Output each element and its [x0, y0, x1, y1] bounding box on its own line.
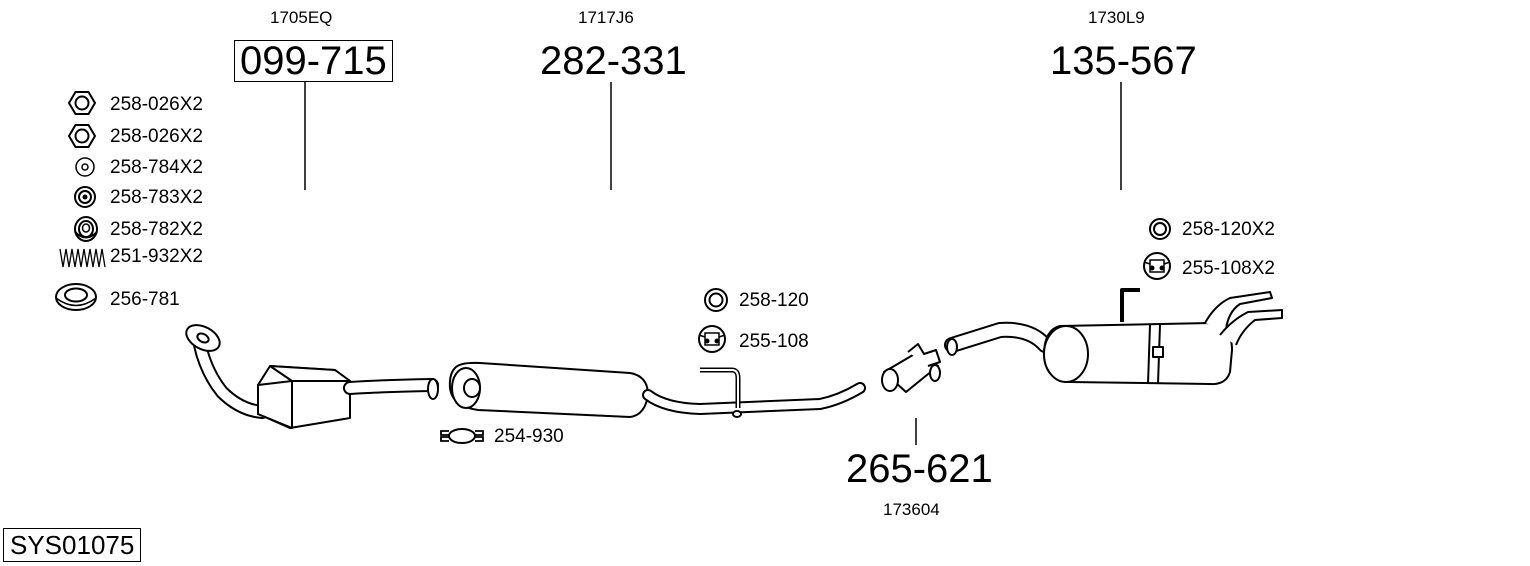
coil-spring-icon — [59, 248, 106, 268]
accessory-label[interactable]: 258-120 — [739, 290, 809, 311]
ref-code-1705EQ: 1705EQ — [270, 8, 333, 27]
rear-silencer-part — [944, 288, 1283, 386]
ref-code-1717J6: 1717J6 — [578, 8, 634, 27]
hex-nut-icon — [67, 124, 97, 148]
part-number-099-715[interactable]: 099-715 — [234, 40, 393, 82]
rubber-hanger-icon — [698, 325, 726, 353]
accessory-label[interactable]: 251-932X2 — [110, 246, 203, 267]
catalytic-converter-part — [185, 324, 439, 429]
accessory-label[interactable]: 258-026X2 — [110, 126, 203, 147]
accessory-label[interactable]: 258-783X2 — [110, 187, 203, 208]
accessory-label[interactable]: 258-026X2 — [110, 94, 203, 115]
accessory-label[interactable]: 256-781 — [110, 289, 180, 310]
washer-icon — [75, 157, 95, 177]
spring-washer-icon — [74, 216, 98, 242]
ref-code-173604: 173604 — [883, 500, 940, 519]
rubber-hanger-icon — [1143, 252, 1171, 280]
gasket-ring-icon — [55, 283, 97, 311]
ring-icon — [1149, 218, 1171, 240]
accessory-label[interactable]: 255-108 — [739, 331, 809, 352]
part-number-135-567[interactable]: 135-567 — [1050, 39, 1197, 83]
double-ring-washer-icon — [74, 186, 96, 208]
part-number-265-621[interactable]: 265-621 — [846, 447, 993, 491]
accessory-label[interactable]: 255-108X2 — [1182, 258, 1275, 279]
pipe-clamp-icon — [440, 428, 484, 444]
part-number-282-331[interactable]: 282-331 — [540, 39, 687, 83]
accessory-label[interactable]: 258-120X2 — [1182, 219, 1275, 240]
accessory-label[interactable]: 258-782X2 — [110, 219, 203, 240]
ring-icon — [704, 288, 728, 312]
centre-silencer-part — [448, 361, 866, 418]
ref-code-1730L9: 1730L9 — [1088, 8, 1145, 27]
accessory-label[interactable]: 258-784X2 — [110, 157, 203, 178]
system-code: SYS01075 — [3, 528, 142, 562]
connector-pipe-part — [881, 343, 941, 393]
accessory-label[interactable]: 254-930 — [494, 426, 564, 447]
hex-nut-icon — [67, 91, 97, 115]
